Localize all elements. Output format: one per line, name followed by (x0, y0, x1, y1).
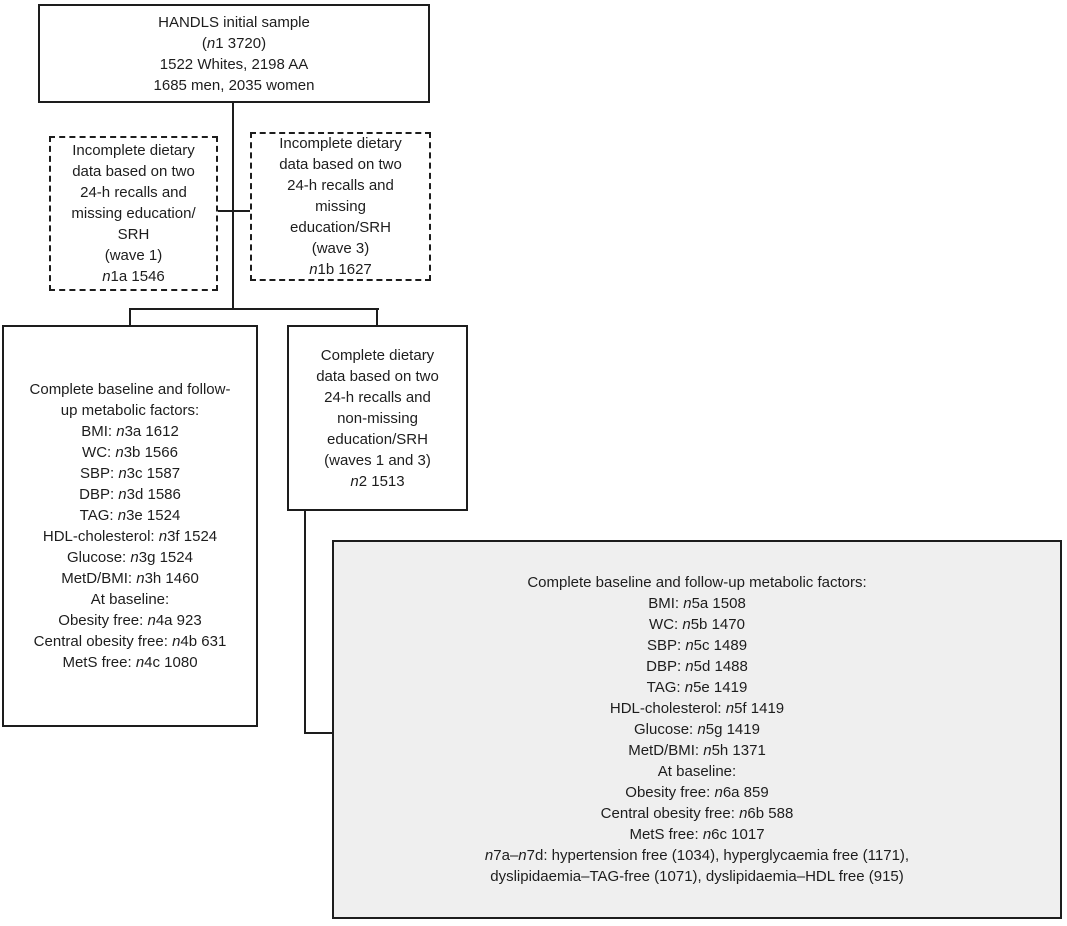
text-line: Incomplete dietary (72, 142, 195, 159)
connector-dietary-down (304, 510, 306, 734)
text-line: data based on two (279, 156, 402, 173)
text-line: 24-h recalls and (324, 388, 431, 406)
text-line: Incomplete dietary (279, 135, 402, 152)
text-line: data based on two (72, 163, 195, 180)
text-line: DBP: n3d 1586 (79, 486, 181, 503)
text-line: MetS free: n4c 1080 (62, 654, 198, 671)
box-initial-sample: HANDLS initial sample (n1 3720) 1522 White… (38, 4, 430, 103)
text-line: (n1 3720) (201, 34, 267, 52)
text-line: 24-h recalls and (287, 177, 394, 194)
connector-drop-right (376, 308, 378, 327)
text-line: dyslipidaemia–TAG-free (1071), dyslipida… (490, 868, 904, 885)
connector-branch-horizontal (129, 308, 379, 310)
text-line: MetD/BMI: n5h 1371 (628, 742, 766, 759)
text-line: 1522 Whites, 2198 AA (159, 55, 309, 73)
text-line: Complete baseline and follow- (29, 381, 231, 398)
text-line: HDL-cholesterol: n5f 1419 (609, 700, 785, 717)
text-line: missing education/ (71, 205, 196, 222)
text-line: n1a 1546 (102, 268, 165, 285)
text-line: HANDLS initial sample (158, 13, 310, 31)
text-line: SBP: n5c 1489 (646, 637, 748, 654)
text-line: TAG: n5e 1419 (646, 679, 748, 696)
box-complete-metabolic-left: Complete baseline and follow-up metaboli… (2, 325, 258, 727)
text-line: non-missing (337, 409, 418, 427)
box-excluded-wave1: Incomplete dietary data based on two 24-h … (49, 136, 218, 291)
text-line: up metabolic factors: (60, 402, 200, 419)
text-line: At baseline: (90, 591, 170, 608)
text-line: missing (315, 198, 366, 215)
box-complete-metabolic-gray: Complete baseline and follow-up metaboli… (332, 540, 1062, 919)
text-line: MetS free: n6c 1017 (629, 826, 765, 843)
text-line: DBP: n5d 1488 (646, 658, 748, 675)
text-line: education/SRH (290, 219, 391, 236)
text-line: Obesity free: n4a 923 (58, 612, 202, 629)
text-line: Glucose: n5g 1419 (634, 721, 760, 738)
text-line: SBP: n3c 1587 (79, 465, 181, 482)
text-line: WC: n3b 1566 (82, 444, 178, 461)
text-line: education/SRH (327, 430, 428, 448)
text-line: data based on two (316, 367, 439, 385)
text-line: MetD/BMI: n3h 1460 (61, 570, 199, 587)
text-line: BMI: n3a 1612 (81, 423, 179, 440)
box-complete-dietary: Complete dietary data based on two 24-h re… (287, 325, 468, 511)
text-line: HDL-cholesterol: n3f 1524 (42, 528, 218, 545)
connector-drop-left (129, 308, 131, 327)
text-line: Central obesity free: n4b 631 (33, 633, 227, 650)
text-line: TAG: n3e 1524 (79, 507, 181, 524)
text-line: BMI: n5a 1508 (648, 595, 746, 612)
text-line: n7a–n7d: hypertension free (1034), hyper… (484, 847, 910, 864)
text-line: (wave 1) (104, 247, 163, 264)
text-line: n1b 1627 (309, 261, 372, 278)
text-line: Obesity free: n6a 859 (625, 784, 769, 801)
text-line: n2 1513 (350, 472, 405, 490)
box-excluded-wave3: Incomplete dietary data based on two 24-h … (250, 132, 431, 281)
connector-into-gray-box (304, 732, 334, 734)
text-line: At baseline: (657, 763, 737, 780)
connector-exclusion-stub (217, 210, 251, 212)
text-line: SRH (117, 226, 150, 243)
connector-initial-to-branch (232, 103, 234, 310)
text-line: WC: n5b 1470 (649, 616, 745, 633)
text-line: (waves 1 and 3) (324, 451, 431, 469)
text-line: Complete dietary (320, 346, 435, 364)
text-line: Complete baseline and follow-up metaboli… (527, 574, 867, 591)
text-line: 24-h recalls and (80, 184, 187, 201)
text-line: 1685 men, 2035 women (153, 76, 315, 94)
text-line: Glucose: n3g 1524 (67, 549, 193, 566)
text-line: Central obesity free: n6b 588 (600, 805, 794, 822)
text-line: (wave 3) (311, 240, 370, 257)
